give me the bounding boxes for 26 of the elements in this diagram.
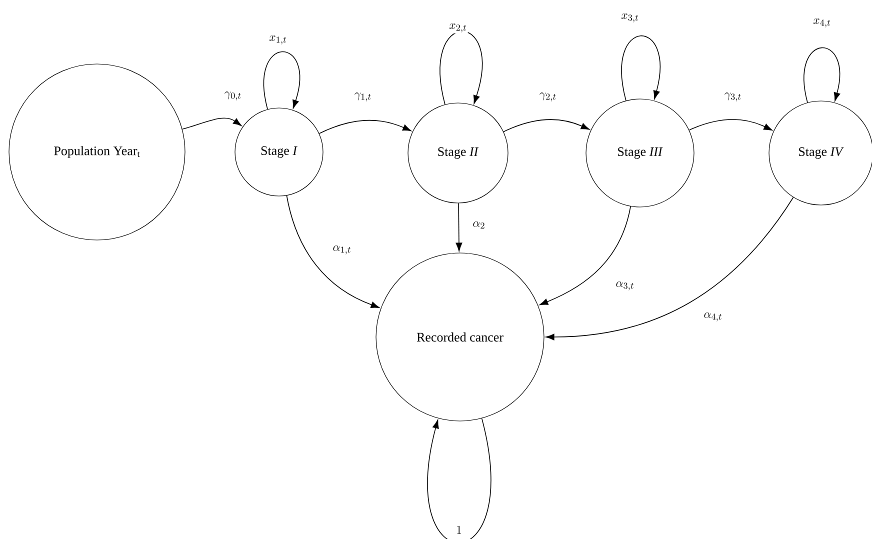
arrow: [264, 51, 300, 110]
edge-label: $x_{4,t}$: [812, 18, 832, 28]
edge-label: $\gamma_{2,t}$: [538, 92, 558, 102]
edge-label: $1$: [455, 525, 463, 535]
edge-label: $\alpha_{1,t}$: [332, 244, 352, 256]
arrow: [621, 35, 660, 101]
edge-label: $x_{2,t}$: [448, 22, 468, 34]
edge-label: $x_{3,t}$: [620, 12, 640, 24]
arrow: [804, 47, 840, 103]
edge-label: $\gamma_{0,t}$: [223, 90, 243, 102]
arrow: [440, 30, 483, 105]
arrow: [318, 120, 412, 134]
arrow: [182, 118, 242, 130]
edge-label: $x_{1,t}$: [268, 34, 288, 46]
edge-label: $\alpha_{3,t}$: [614, 280, 636, 292]
edge-label: $\gamma_{3,t}$: [723, 92, 743, 102]
arrow: [546, 196, 794, 340]
edge-label: $\alpha_2$: [472, 220, 486, 230]
arrow: [456, 202, 462, 252]
edge-label: $\alpha_{4,t}$: [702, 312, 724, 322]
arrow: [286, 195, 380, 308]
arrow: [503, 119, 590, 132]
arrow: [427, 418, 492, 539]
edge-label: $\gamma_{1,t}$: [353, 92, 373, 102]
arrow: [539, 206, 631, 306]
arrow: [688, 119, 772, 131]
